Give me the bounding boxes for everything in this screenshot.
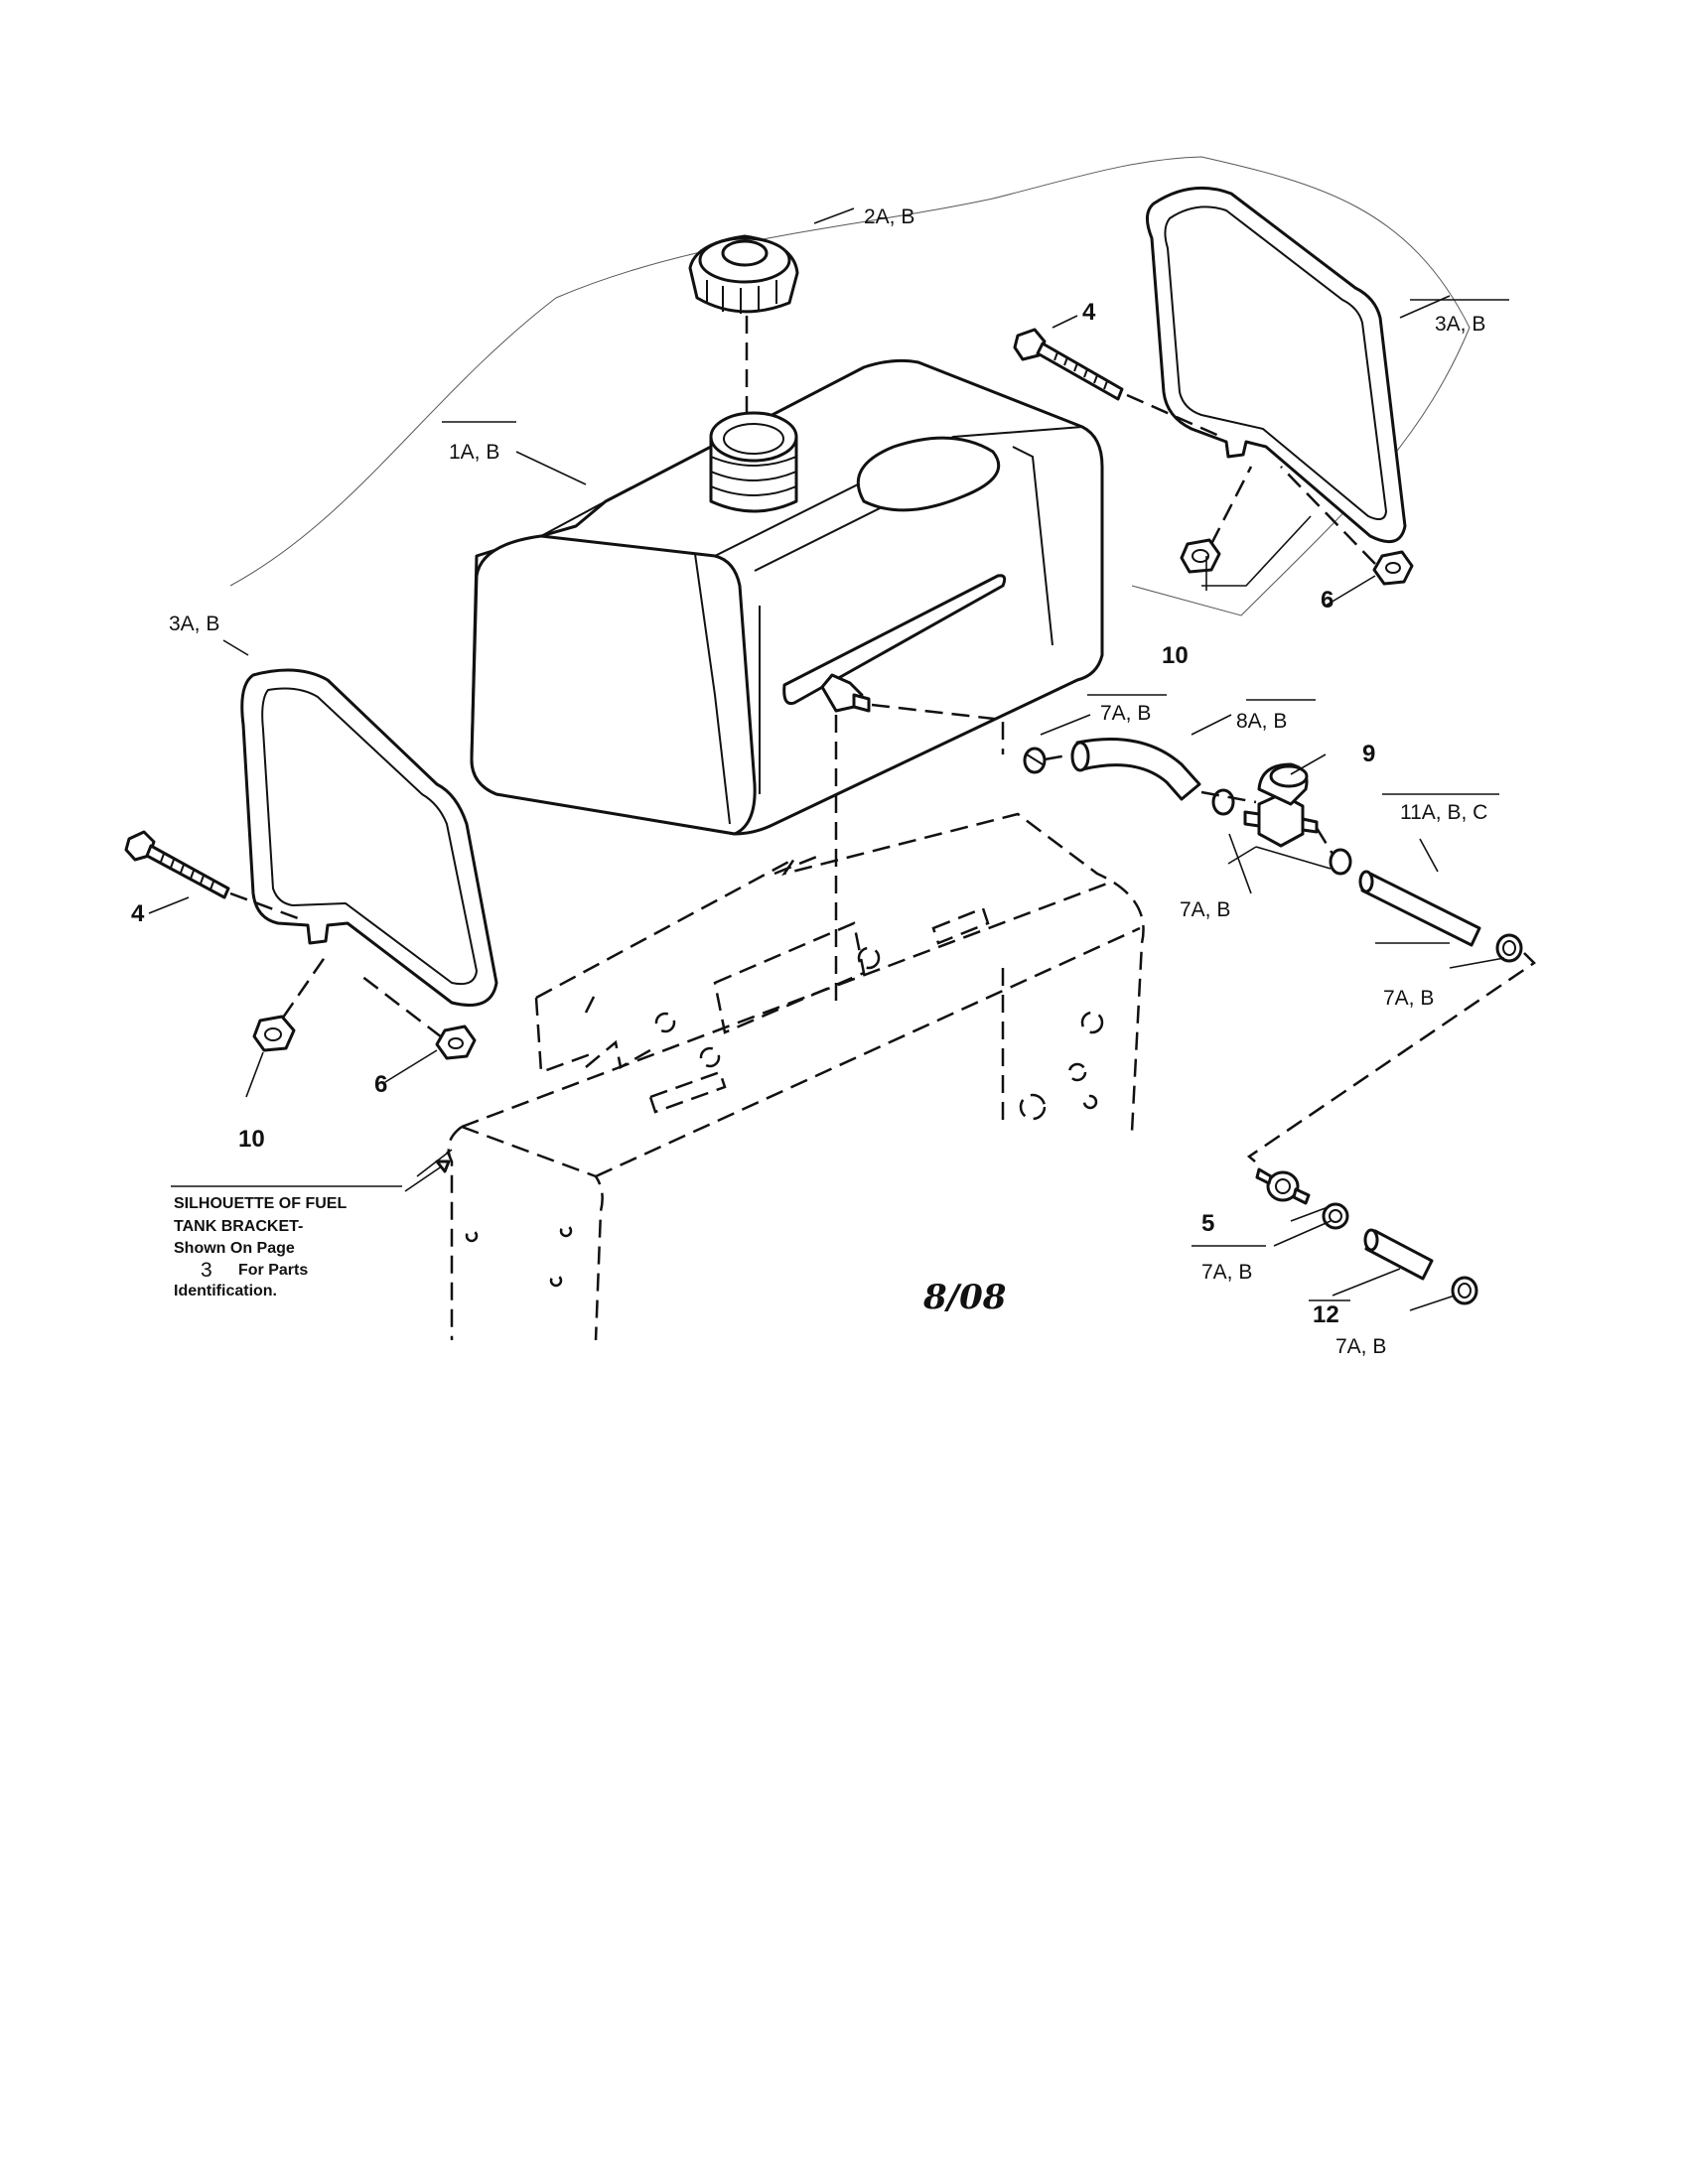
label-fuel-tank: 1A, B [449,441,499,464]
tank-outlet-fitting[interactable] [820,673,871,713]
date-code: 8/08 [922,1278,1006,1317]
label-right-bolt: 4 [1082,299,1096,326]
valve-clamp-line [1315,827,1334,855]
background-silhouette [229,156,1471,616]
label-fuel-cap: 2A, B [864,205,914,228]
left-bolt[interactable] [124,830,230,899]
right-flange-nut[interactable] [1180,538,1221,574]
short-hose[interactable] [1363,1228,1434,1281]
label-short-hose: 12 [1313,1301,1339,1328]
note-line-4: For Parts [238,1262,308,1279]
right-nut-line [1280,466,1376,565]
note-line-2: TANK BRACKET- [174,1218,303,1235]
tank-filler-neck [709,411,798,513]
fuel-tank[interactable] [470,358,1104,836]
hose-valve-line [1200,790,1257,804]
label-clamp-filter: 7A, B [1201,1261,1252,1284]
label-right-strap: 3A, B [1435,313,1485,336]
left-nut[interactable] [435,1024,477,1060]
note-line-3: Shown On Page [174,1240,295,1257]
note-line-1: SILHOUETTE OF FUEL [174,1195,347,1212]
label-left-flange-nut: 10 [238,1126,265,1153]
label-left-bolt: 4 [131,900,145,927]
left-flange-nut[interactable] [252,1015,296,1052]
outlet-line-right [871,703,1005,754]
leader-lines [148,207,1505,1311]
inline-filter[interactable] [1255,1167,1311,1205]
right-flange-nut-line [1209,466,1253,545]
right-nut[interactable] [1372,550,1414,586]
silhouette-note: SILHOUETTE OF FUEL TANK BRACKET- Shown O… [174,1160,451,1299]
label-shutoff-valve: 9 [1362,741,1375,767]
tank-bracket-silhouette [447,812,1145,1341]
label-left-nut: 6 [374,1071,387,1098]
callout-labels: 2A, B 1A, B 3A, B 3A, B 4 4 6 6 10 10 7A… [131,205,1509,1358]
label-clamp-pair-valve: 7A, B [1180,898,1230,921]
left-bolt-line [229,891,299,920]
label-right-flange-nut: 10 [1162,642,1189,669]
label-left-strap: 3A, B [169,613,219,635]
fuel-line[interactable] [1358,870,1481,947]
clamp-tank-outlet[interactable] [1023,747,1047,774]
label-right-nut: 6 [1321,587,1333,614]
right-bolt-line [1126,393,1222,439]
fuel-cap[interactable] [688,234,799,314]
clamp-hose-end[interactable] [1495,933,1523,963]
right-bolt[interactable] [1013,328,1124,401]
hose-end-down-line [1246,952,1536,1167]
note-page-ref: 3 [201,1259,212,1282]
left-strap[interactable] [240,668,498,1007]
label-clamp-tank-outlet: 7A, B [1100,702,1151,725]
left-nut-line-a [281,952,330,1019]
label-clamp-hose-end: 7A, B [1383,987,1434,1010]
label-fuel-hose: 8A, B [1236,710,1287,733]
right-strap[interactable] [1146,186,1407,544]
clamp-to-hose-line [1044,752,1073,761]
left-nut-line-b [356,972,443,1038]
label-inline-filter: 5 [1201,1210,1214,1237]
fuel-hose[interactable] [1070,737,1201,801]
clamp-bottom[interactable] [1451,1276,1478,1305]
shutoff-valve[interactable] [1243,762,1319,848]
label-clamp-bottom: 7A, B [1335,1335,1386,1358]
note-line-5: Identification. [174,1283,277,1299]
clamp-after-valve[interactable] [1329,848,1352,876]
label-fuel-line: 11A, B, C [1400,801,1487,824]
